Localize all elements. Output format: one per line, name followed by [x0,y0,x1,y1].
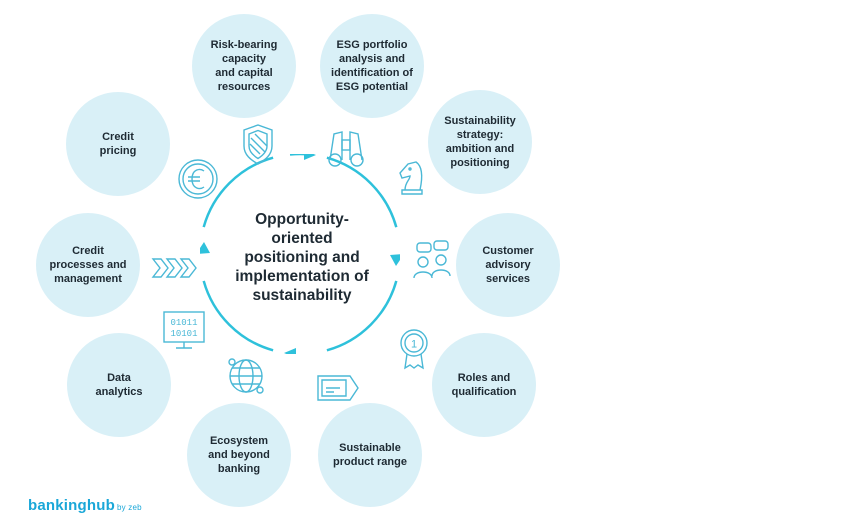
chess-knight-icon [388,154,436,202]
bubble-sustainable-product-range: Sustainable product range [318,403,422,507]
bubble-label: Sustainability strategy: ambition and po… [444,115,516,169]
ring-arc [202,280,274,352]
bubble-ecosystem-beyond-banking: Ecosystem and beyond banking [187,403,291,507]
bubble-esg-portfolio-analysis: ESG portfolio analysis and identificatio… [320,14,424,118]
bubble-label: Data analytics [95,372,143,398]
award-medal-icon: 1 [390,324,438,372]
ring-arc [326,156,398,228]
bubble-sustainability-strategy: Sustainability strategy: ambition and po… [428,90,532,194]
bubble-credit-processes: Credit processes and management [36,213,140,317]
binary-line-2: 10101 [170,329,197,339]
binary-line-1: 01011 [170,318,197,328]
bubble-label: Credit processes and management [49,245,127,285]
bubble-label: Roles and qualification [451,372,517,398]
brand-name: bankinghub [28,497,115,514]
binoculars-icon [322,122,370,170]
medal-number: 1 [411,339,417,351]
product-card-icon [314,364,362,412]
bubble-label: Ecosystem and beyond banking [208,435,270,475]
ring-arrowhead [284,348,296,354]
bubble-label: Credit pricing [99,131,137,157]
bubble-label: Risk-bearing capacity and capital resour… [210,39,278,93]
binary-monitor-icon: 01011 10101 [160,306,208,354]
ring-arc [326,280,398,352]
people-chat-icon [409,238,457,286]
chevrons-right-icon [150,244,198,292]
bubble-customer-advisory: Customer advisory services [456,213,560,317]
bubble-label: Customer advisory services [482,245,534,285]
brand-suffix: by zeb [117,503,142,512]
center-title: Opportunity- oriented positioning and im… [235,211,369,304]
ring-arrowhead [304,154,316,160]
bubble-label: Sustainable product range [333,442,407,468]
ring-arrowhead [200,242,210,254]
bubble-label: ESG portfolio analysis and identificatio… [331,39,413,93]
ring-arrowhead [390,254,400,266]
bubble-risk-bearing-capacity: Risk-bearing capacity and capital resour… [192,14,296,118]
bubble-data-analytics: Data analytics [67,333,171,437]
shield-icon [234,120,282,168]
euro-coin-icon [174,155,222,203]
globe-network-icon [222,352,270,400]
bubble-credit-pricing: Credit pricing [66,92,170,196]
bubble-roles-qualification: Roles and qualification [432,333,536,437]
